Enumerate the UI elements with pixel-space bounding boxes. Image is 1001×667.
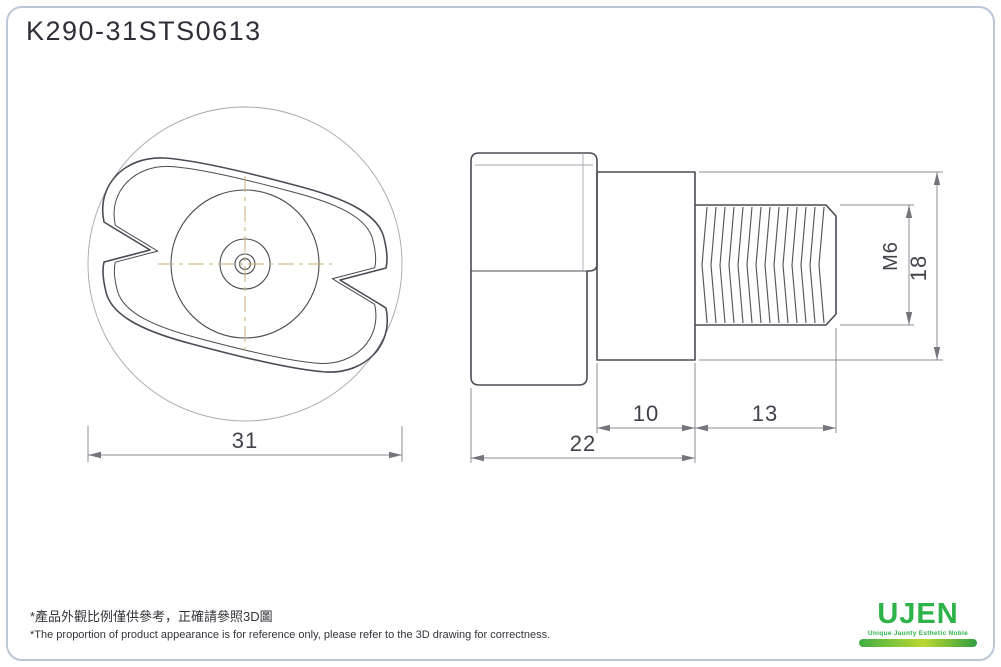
logo-gradient-bar xyxy=(859,639,977,647)
dim-m6-arrow-top xyxy=(905,205,913,218)
hub-outline xyxy=(596,171,696,361)
dim-m6-extension-lines xyxy=(840,204,914,326)
dim-31-arrow-left xyxy=(88,451,101,459)
front-view: 31 xyxy=(87,106,403,462)
dim-13-label: 13 xyxy=(752,401,778,426)
dim-18-arrow-top xyxy=(933,172,941,185)
part-number-title: K290-31STS0613 xyxy=(26,16,262,46)
dim-31-extension-lines xyxy=(87,426,403,462)
thread-outline xyxy=(695,204,837,326)
footnote-english: *The proportion of product appearance is… xyxy=(30,629,551,641)
logo-wordmark: UJEN xyxy=(877,598,959,630)
cam-inner-rim xyxy=(113,165,377,364)
dim-10-13-extension-lines xyxy=(596,328,837,463)
dim-13-arrow-right xyxy=(823,424,836,432)
dim-31-arrow-right xyxy=(389,451,402,459)
dim-18-arrow-bottom xyxy=(933,347,941,360)
side-view: 10 13 22 M6 18 xyxy=(470,152,943,463)
dim-10-label: 10 xyxy=(633,401,659,426)
cam-outer-profile xyxy=(101,157,389,373)
footnotes: *產品外觀比例僅供參考，正確請參照3D圖 *The proportion of … xyxy=(30,606,550,641)
body-outline xyxy=(470,152,598,386)
dim-18-label: 18 xyxy=(906,255,931,281)
dim-13-arrow-left xyxy=(695,424,708,432)
dim-31-label: 31 xyxy=(232,428,258,453)
logo-tagline: Unique Jaunty Esthetic Noble xyxy=(867,630,969,637)
thread-crests xyxy=(701,206,825,324)
dim-18-extension-lines xyxy=(699,171,943,361)
dim-10-arrow-left xyxy=(597,424,610,432)
dim-22-arrow-left xyxy=(471,454,484,462)
dim-22-arrow-right xyxy=(682,454,695,462)
dim-10-arrow-right xyxy=(682,424,695,432)
outer-reference-circle xyxy=(87,106,403,422)
dim-22-label: 22 xyxy=(570,431,596,456)
ujen-logo: UJEN Unique Jaunty Esthetic Noble xyxy=(859,600,977,647)
dim-m6-arrow-bottom xyxy=(905,312,913,325)
footnote-chinese: *產品外觀比例僅供參考，正確請參照3D圖 xyxy=(30,609,273,624)
dim-m6-label: M6 xyxy=(880,241,902,271)
